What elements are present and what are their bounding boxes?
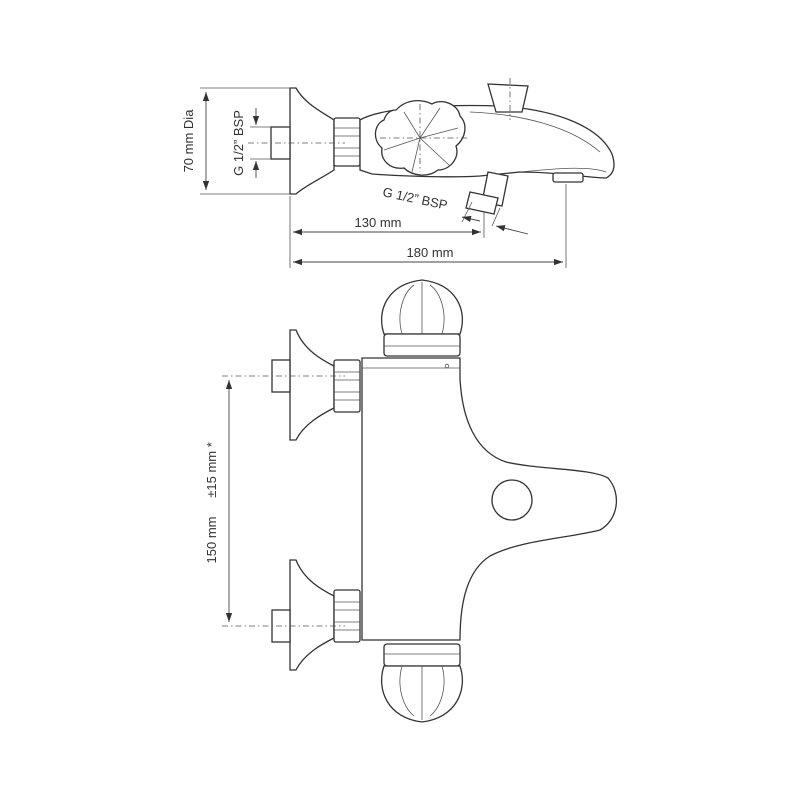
dim-depth-outlet-label: 130 mm xyxy=(355,215,402,230)
front-lower-inlet xyxy=(222,559,361,671)
side-diverter-knob xyxy=(487,78,529,120)
front-bottom-cap xyxy=(380,643,464,723)
dim-centres-tolerance-label: ±15 mm * xyxy=(204,442,219,498)
dim-diameter-label: 70 mm Dia xyxy=(181,109,196,173)
front-body-mark xyxy=(444,363,450,369)
side-spout-underside xyxy=(519,167,607,173)
dim-depth-outlet: 130 mm xyxy=(289,196,485,268)
dim-inlet-thread-label: G 1/2” BSP xyxy=(231,110,246,176)
dim-centres-label: 150 mm xyxy=(204,517,219,564)
side-wall-flange xyxy=(289,87,335,195)
front-upper-inlet xyxy=(222,329,361,441)
front-top-cap xyxy=(380,279,464,357)
dim-outlet-thread: G 1/2” BSP xyxy=(381,184,529,235)
side-hex-nut xyxy=(333,117,361,167)
side-control-handle xyxy=(374,99,466,176)
front-diverter-knob xyxy=(491,479,533,521)
dim-total-depth: 180 mm xyxy=(293,184,567,268)
dim-centres: 150 mm ±15 mm * xyxy=(204,380,233,622)
front-mixer-body xyxy=(361,357,618,641)
side-spout-aerator xyxy=(552,172,584,183)
side-view: 70 mm Dia G 1/2” BSP G 1/2” BSP 130 mm xyxy=(181,78,615,268)
dim-inlet-thread: G 1/2” BSP xyxy=(231,108,271,178)
dim-outlet-thread-label: G 1/2” BSP xyxy=(381,184,448,212)
dim-total-depth-label: 180 mm xyxy=(407,245,454,260)
side-outlet-elbow xyxy=(465,171,509,215)
dim-diameter: 70 mm Dia xyxy=(181,87,290,195)
front-view: 150 mm ±15 mm * xyxy=(204,279,618,723)
